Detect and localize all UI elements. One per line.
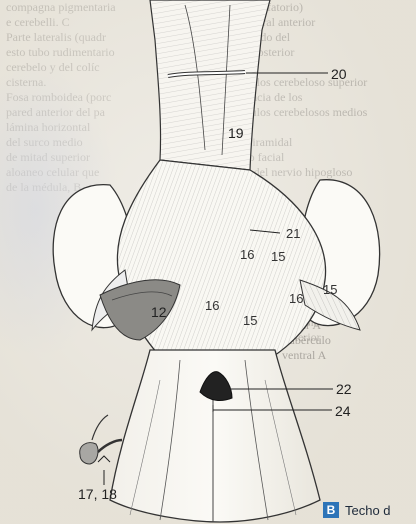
label-20: 20	[331, 67, 347, 81]
caption-text: Techo d	[345, 503, 391, 518]
medulla	[110, 350, 320, 522]
label-17-18: 17, 18	[78, 487, 117, 501]
label-22: 22	[336, 382, 352, 396]
label-24: 24	[335, 404, 351, 418]
label-16-upper: 16	[240, 248, 254, 262]
label-12: 12	[151, 305, 167, 319]
label-19: 19	[228, 126, 244, 140]
label-16-right: 16	[289, 292, 303, 306]
label-16-left: 16	[205, 299, 219, 313]
figure-badge: B	[323, 502, 339, 518]
upper-brainstem	[150, 0, 270, 170]
nerve-stumps-17-18	[80, 415, 122, 464]
figure-caption: B Techo d	[323, 500, 391, 520]
label-15-upper: 15	[271, 250, 285, 264]
label-15-center: 15	[243, 314, 257, 328]
label-21: 21	[286, 227, 300, 241]
label-15-right: 15	[323, 283, 337, 297]
